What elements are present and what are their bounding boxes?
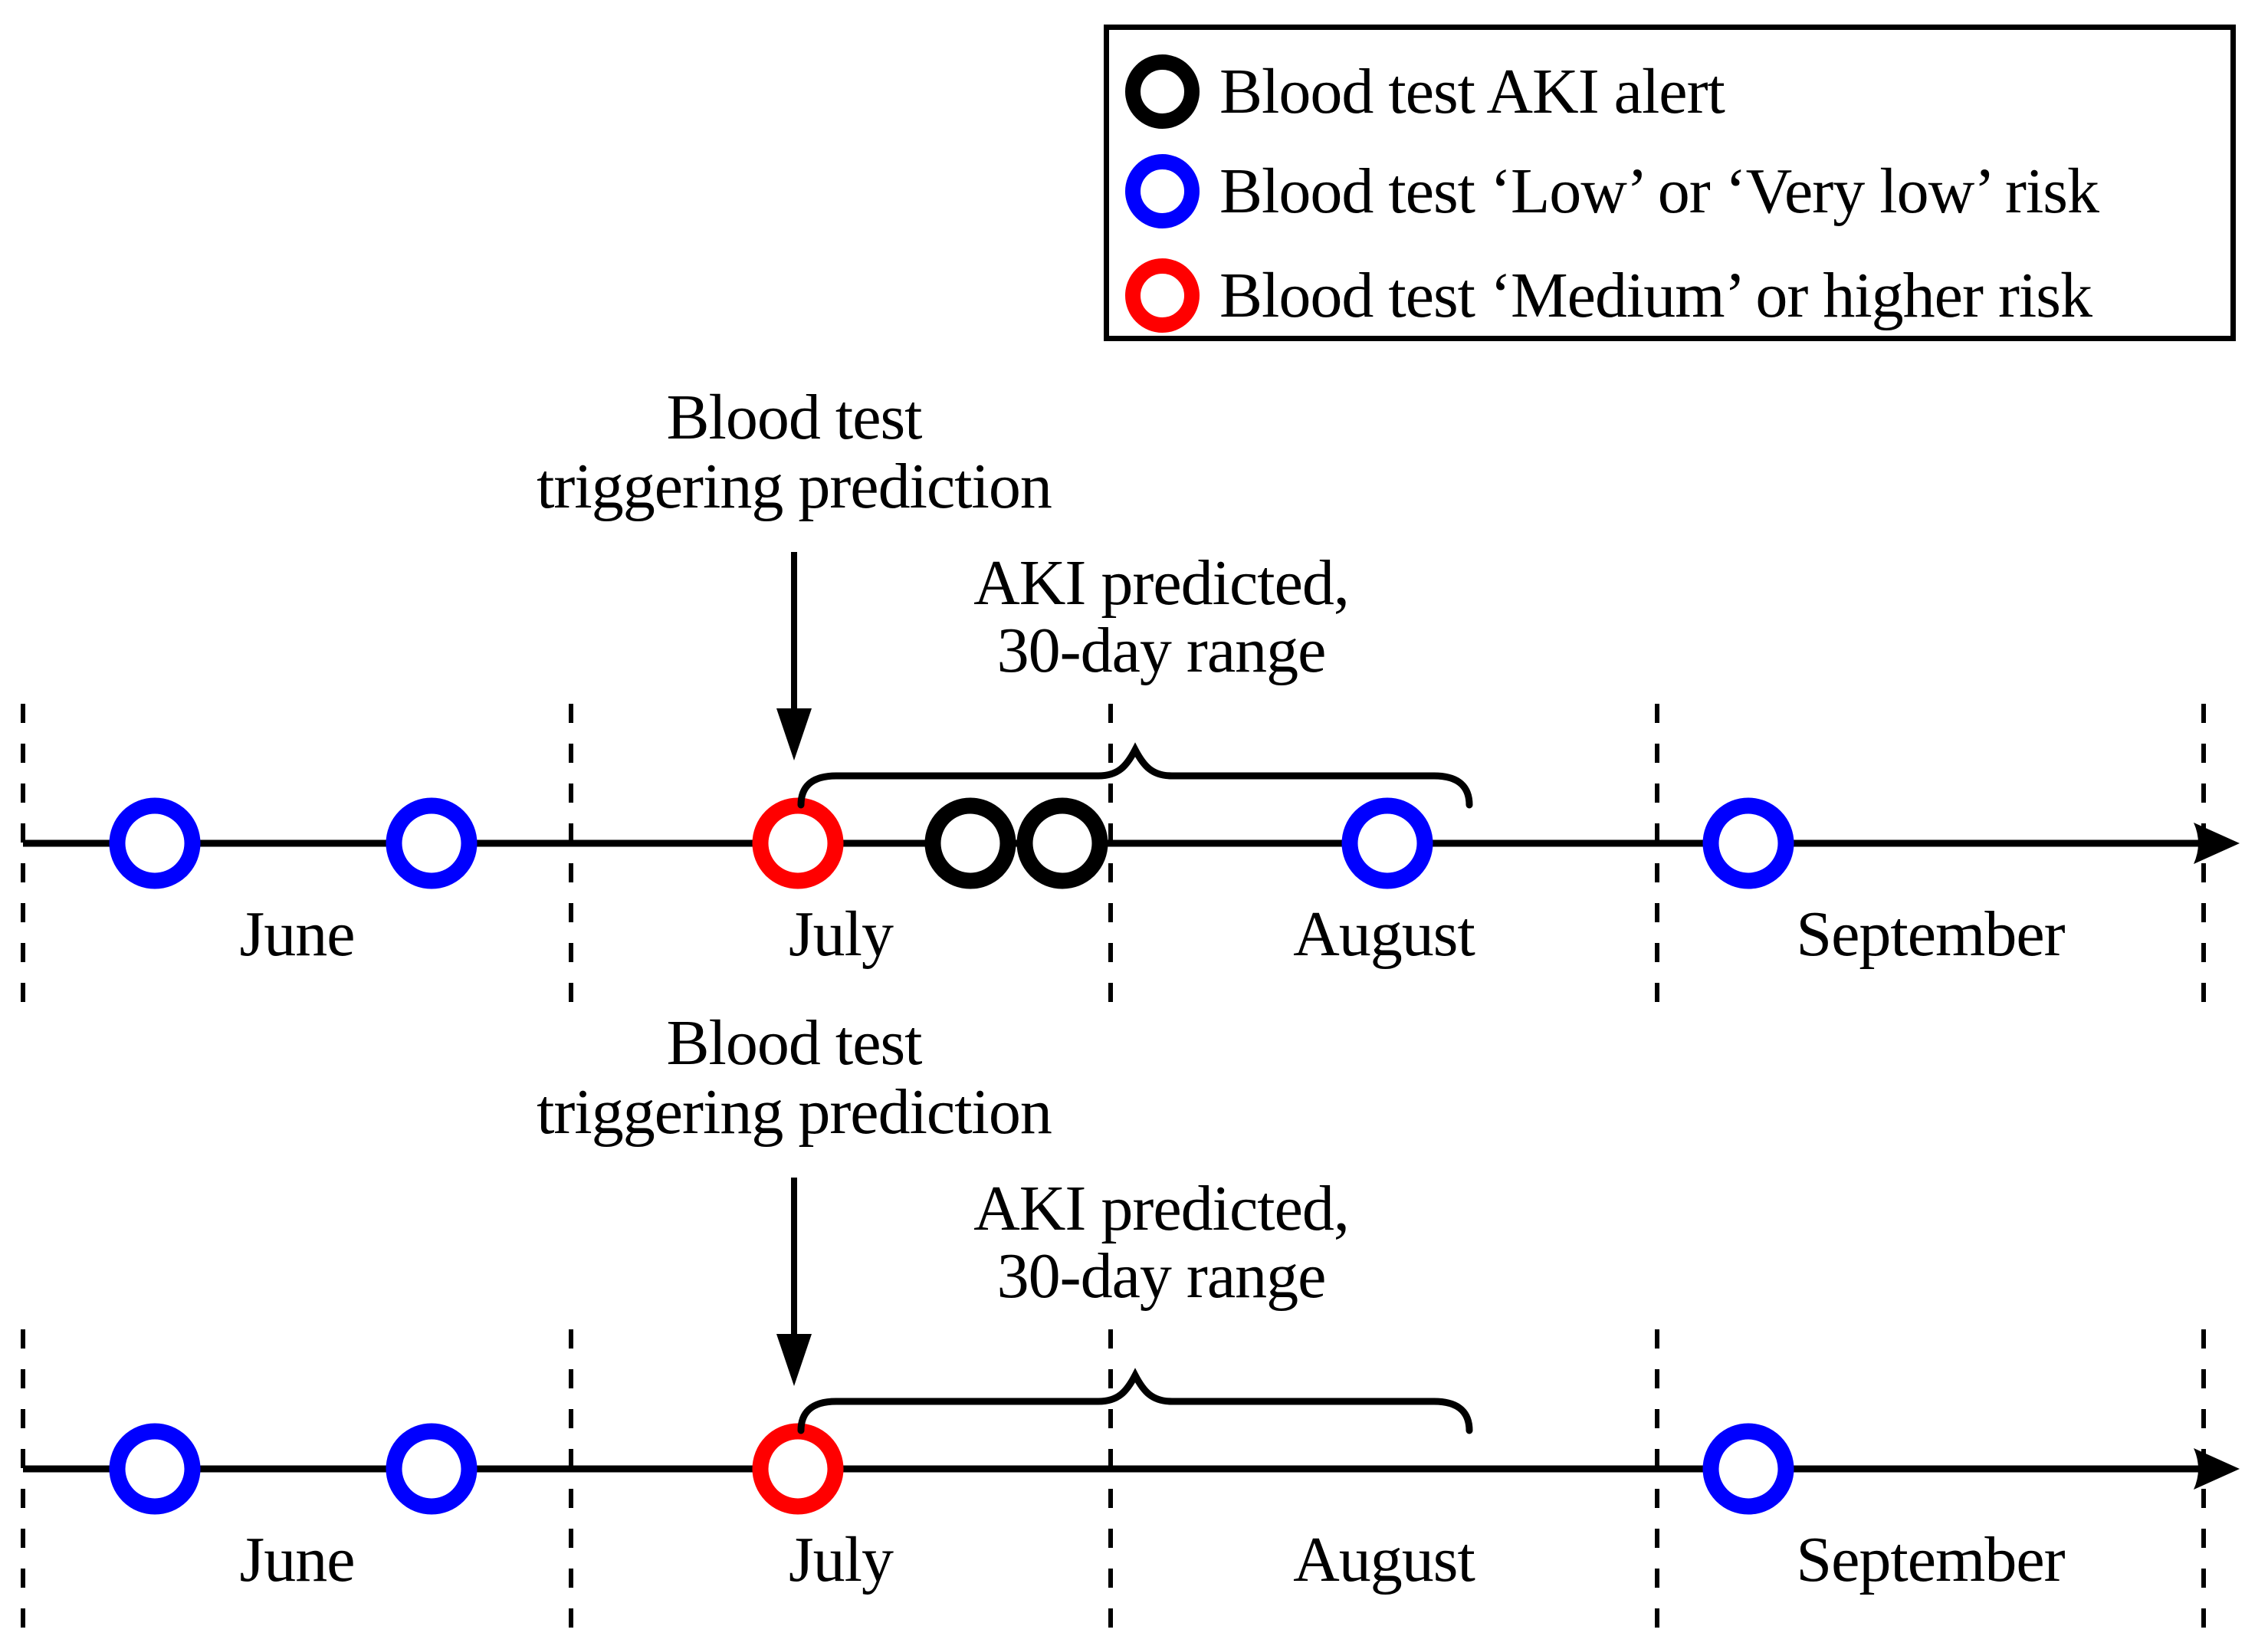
trigger-annotation-line1: Blood test xyxy=(666,382,922,453)
legend-item-medium-risk: Blood test ‘Medium’ or higher risk xyxy=(1125,258,2092,333)
timeline-arrowhead xyxy=(2194,823,2240,864)
month-label: August xyxy=(1293,1524,1475,1595)
month-label: August xyxy=(1293,898,1475,970)
legend-label-medium-risk: Blood test ‘Medium’ or higher risk xyxy=(1219,260,2092,331)
trigger-arrowhead xyxy=(776,1334,812,1386)
trigger-annotation-line2: triggering prediction xyxy=(537,1076,1052,1148)
event-circle-low xyxy=(1702,1423,1794,1515)
trigger-annotation-line2: triggering prediction xyxy=(537,451,1052,522)
range-brace xyxy=(797,1368,1473,1434)
range-brace xyxy=(797,742,1473,809)
trigger-arrowhead xyxy=(776,708,812,761)
low-risk-circle-icon xyxy=(1125,154,1200,228)
event-circle-low xyxy=(109,1423,201,1515)
timeline-with-aki-alert: June July August September Blood testtrigger… xyxy=(21,382,2240,1004)
prediction-annotation-line1: AKI predicted, xyxy=(973,1173,1349,1244)
month-label: September xyxy=(1796,1524,2065,1595)
timeline-arrowhead xyxy=(2194,1448,2240,1490)
month-label: June xyxy=(240,1524,355,1595)
event-circle-low xyxy=(1341,797,1433,889)
month-label: September xyxy=(1796,898,2065,970)
event-circle-alert xyxy=(924,797,1016,889)
month-label: July xyxy=(789,898,894,970)
legend-label-low-risk: Blood test ‘Low’ or ‘Very low’ risk xyxy=(1219,156,2099,227)
trigger-annotation-line1: Blood test xyxy=(666,1007,922,1079)
event-circle-low xyxy=(1702,797,1794,889)
prediction-annotation-line1: AKI predicted, xyxy=(973,547,1349,619)
timeline-without-aki-alert: June July August September Blood testtrigger… xyxy=(21,1007,2240,1630)
legend-label-aki-alert: Blood test AKI alert xyxy=(1219,56,1725,127)
legend-item-aki-alert: Blood test AKI alert xyxy=(1125,54,1725,129)
legend-item-low-risk: Blood test ‘Low’ or ‘Very low’ risk xyxy=(1125,154,2099,228)
month-label: June xyxy=(240,898,355,970)
medium-risk-circle-icon xyxy=(1125,258,1200,333)
event-circle-medium xyxy=(752,1423,844,1515)
event-circle-low xyxy=(109,797,201,889)
event-circle-alert xyxy=(1016,797,1108,889)
prediction-annotation-line2: 30-day range xyxy=(997,615,1326,686)
aki-alert-circle-icon xyxy=(1125,54,1200,129)
event-circle-low xyxy=(386,1423,478,1515)
month-label: July xyxy=(789,1524,894,1595)
legend-box: Blood test AKI alert Blood test ‘Low’ or… xyxy=(1104,25,2236,341)
event-circle-medium xyxy=(752,797,844,889)
event-circle-low xyxy=(386,797,478,889)
prediction-annotation-line2: 30-day range xyxy=(997,1240,1326,1312)
